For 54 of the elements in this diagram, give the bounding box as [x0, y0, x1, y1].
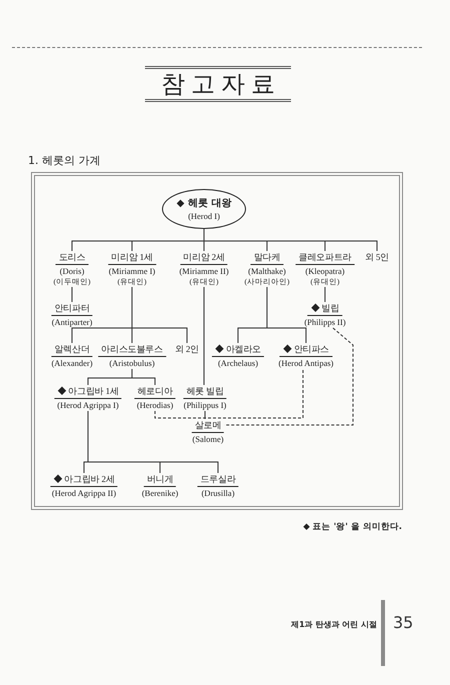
person-name: 버니게 — [144, 473, 176, 487]
person-name: 안티파터 — [51, 302, 93, 316]
english-name: (Miriamme I) — [108, 266, 156, 277]
english-name: (Herod Antipas) — [278, 358, 334, 369]
person-name: ◆ 아그립바 2세 — [50, 473, 118, 487]
person-name: ◆ 아켈라오 — [212, 343, 264, 357]
person-name: ◆ 빌립 — [308, 302, 342, 316]
tree-line — [132, 368, 156, 386]
page-title: 참고자료 — [145, 66, 291, 102]
english-name: (Philippus I) — [184, 400, 226, 411]
english-name: (Kleopatra) — [305, 266, 345, 277]
english-name: (Herod I) — [188, 210, 220, 222]
person-name: 알렉산더 — [51, 343, 93, 357]
dashed-line — [224, 328, 354, 426]
tree-line — [132, 286, 188, 344]
tree-line — [88, 410, 218, 474]
english-name: (Herod Agrippa II) — [52, 488, 116, 499]
english-name: (Malthake) — [248, 266, 286, 277]
tree-line — [266, 286, 306, 344]
english-name: (Alexander) — [51, 358, 93, 369]
person-name: 살로메 — [192, 419, 224, 433]
page-number: 35 — [393, 613, 414, 632]
tree-line — [204, 228, 378, 252]
english-name: (Archelaus) — [218, 358, 258, 369]
person-name: 외 2인 — [175, 343, 199, 355]
person-name: 헤롯 빌립 — [183, 385, 227, 399]
person-name: 미리암 1세 — [108, 251, 156, 265]
english-name: (Aristobulus) — [109, 358, 155, 369]
english-name: (Herod Agrippa I) — [57, 400, 119, 411]
person-name: 미리암 2세 — [180, 251, 228, 265]
english-name: (Miriamme II) — [179, 266, 229, 277]
dashed-line — [154, 368, 304, 418]
person-name: ◆ 헤롯 대왕 — [176, 196, 232, 210]
person-name: ◆ 아그립바 1세 — [54, 385, 122, 399]
english-name: (Antiparter) — [52, 317, 92, 328]
english-name: (Doris) — [60, 266, 84, 277]
person-name: 헤로디아 — [134, 385, 176, 399]
note-text: ◆ 표는 '왕' 을 의미한다. — [303, 521, 402, 533]
english-name: (Drusilla) — [201, 488, 235, 499]
person-name: 도리스 — [56, 251, 88, 265]
person-name: 외 5인 — [365, 251, 389, 263]
tree-line — [324, 286, 326, 302]
tree-line — [204, 410, 206, 420]
person-name: ◆ 안티파스 — [280, 343, 332, 357]
person-name: 말다케 — [250, 251, 284, 265]
english-name: (Salome) — [192, 434, 224, 445]
person-name: 드루실라 — [197, 473, 239, 487]
english-name: (Berenike) — [142, 488, 178, 499]
person-name: 클레오파트라 — [296, 251, 354, 265]
running-footer: 제1과 탄생과 어린 시절 — [291, 619, 377, 630]
section-heading: 1. 헤롯의 가계 — [28, 153, 100, 168]
english-name: (Herodias) — [136, 400, 174, 411]
person-name: 아리스도불루스 — [98, 343, 166, 357]
english-name: (Philipps II) — [304, 317, 346, 328]
